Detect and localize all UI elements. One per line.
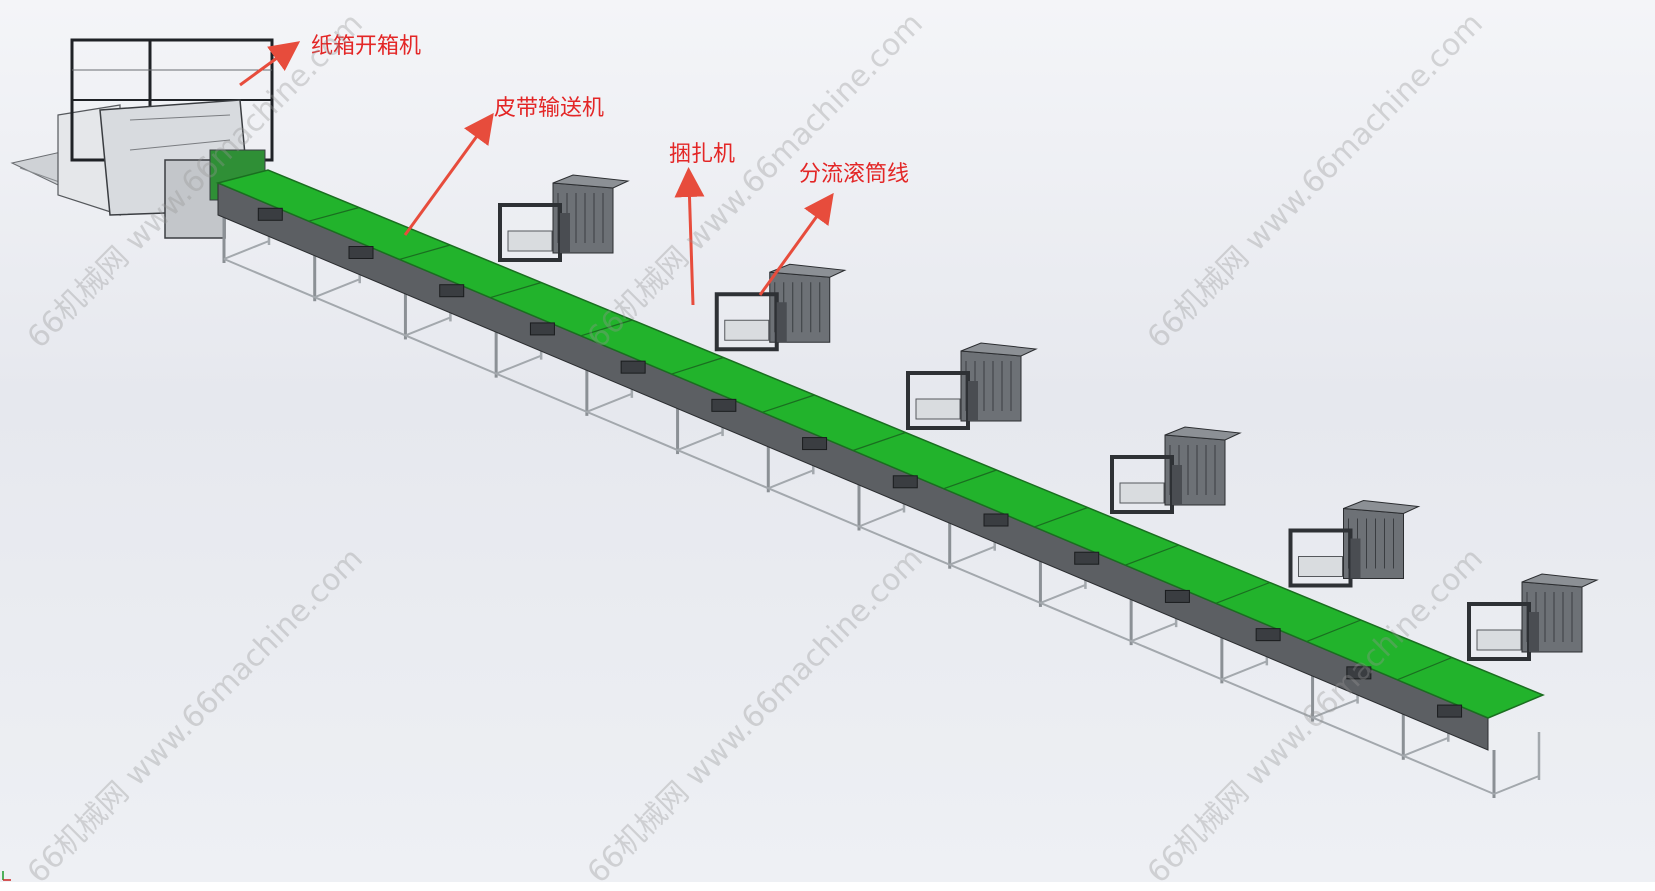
arrow-carton-opener	[239, 41, 301, 87]
arrow-belt-conveyor	[403, 112, 494, 236]
label-belt-conveyor: 皮带输送机	[494, 96, 605, 121]
belt-section-seams	[308, 206, 1453, 681]
motor-boxes	[257, 207, 1463, 718]
axis-triad-icon	[2, 871, 11, 881]
belt-conveyor	[215, 169, 1545, 719]
label-diverter-roller-line: 分流滚筒线	[799, 162, 910, 187]
arrow-strapping-machine	[674, 167, 705, 306]
strapping-machines	[498, 174, 1599, 661]
label-carton-opener: 纸箱开箱机	[311, 34, 422, 59]
label-strapping-machine: 捆扎机	[669, 142, 736, 167]
arrow-diverter-roller-line	[758, 192, 834, 296]
conveyor-frame	[217, 182, 1489, 751]
